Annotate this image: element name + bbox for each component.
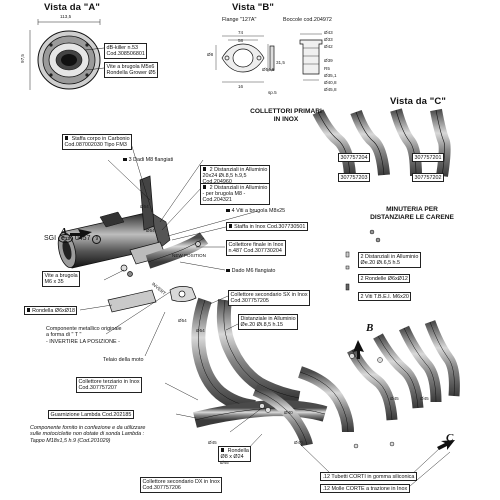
view-a-endcap — [29, 19, 105, 90]
spacer-al-label: Distanziale in Alluminio Øe.20 Øi.8,5 h.… — [238, 314, 299, 330]
new-position-label: NEW POSITION — [172, 253, 206, 258]
minuteria-spacers-label: 2 Distanziali in Alluminio Øe.20 Øi.6,5 … — [358, 252, 421, 268]
washer-8x24-label: Rondella Ø8 x Ø24 — [218, 446, 252, 462]
part-dim-o45-3: Ø45 — [390, 396, 399, 401]
part-dim-o54-1: Ø54 — [140, 204, 149, 209]
bracket-assembly — [120, 175, 209, 277]
part-dim-o54-2: Ø54 — [146, 228, 155, 233]
part-dim-o40-2: Ø40 — [294, 440, 303, 445]
collector-code-204: 307757204 — [338, 153, 370, 162]
part-dim-o45-1: Ø45 — [208, 440, 217, 445]
bush-dim-o43: Ø43 — [324, 30, 333, 35]
part-dim-o54-4: Ø54 — [196, 328, 205, 333]
screws-m8x25-label: 4 Viti a brugola M8x25 — [226, 208, 286, 214]
nuts-m8-label: 3 Dadi M8 flangiati — [123, 157, 174, 163]
minuteria-washers-label: 2 Rondelle Ø6xØ12 — [358, 274, 411, 284]
view-a-height-dim: 97,5 — [19, 54, 25, 63]
part-dim-o45-4: Ø45 — [420, 396, 429, 401]
part-dim-o40-1: Ø40 — [284, 410, 293, 415]
component-note: Componente metallico originale a forma d… — [46, 326, 122, 345]
dx-collector-label: Collettore secondario DX in Inox Cod.307… — [140, 477, 223, 493]
view-a-title: Vista da "A" — [44, 2, 100, 13]
washer-6x18-label: Rondella Ø6xØ18 — [24, 306, 78, 316]
springs-label: .12 Molle CORTE a trazione in Inox — [320, 484, 410, 494]
view-b-title: Vista "B" — [232, 2, 274, 13]
bush-dim-o35: Ø35,1 — [324, 73, 337, 78]
frame-bracket — [107, 286, 197, 313]
steel-bracket-label: Staffa in Inox Cod.307730501 — [226, 222, 308, 232]
dbkiller-label: dB-killer n.53 Cod.308506801 — [104, 43, 148, 59]
bush-dim-o42: Ø42 — [324, 44, 333, 49]
bush-dim-o40: Ø40,8 — [324, 80, 337, 85]
leader-lines — [79, 139, 451, 487]
bush-dim-o39: Ø39 — [324, 58, 333, 63]
part-dim-o45-2: Ø45 — [220, 460, 229, 465]
primary-collectors-heading: COLLETTORI PRIMARI IN INOX — [250, 108, 322, 123]
screw-m6-label: Vite a brugola M6 x 35 — [42, 271, 81, 287]
view-c-arrow-label: C — [446, 432, 454, 444]
frame-label: Telaio della moto — [103, 357, 144, 363]
lambda-gasket-label: Guarnizione Lambda Cod.202185 — [48, 410, 134, 420]
collector-pipes — [191, 297, 354, 447]
view-b-flange — [215, 33, 323, 83]
tertiary-collector-label: Collettore terziario in Inox Cod.3077572… — [76, 377, 143, 393]
bush-label: Boccole cod.204972 — [283, 17, 332, 23]
part-dim-o54-3: Ø54 — [178, 318, 187, 323]
view-arrows — [70, 229, 455, 450]
view-a-arrow-label: A — [60, 226, 68, 238]
flange-dim-o54: Ø54,5 — [262, 67, 275, 72]
endcap-screw-label: Vite a brugola M5x6 Rondella Grower Ø5 — [104, 62, 159, 78]
flange-dim-o8: Ø8 — [207, 52, 214, 57]
bush-dim-o33: Ø33 — [324, 37, 333, 42]
flange-dim-16: 16 — [238, 84, 244, 89]
sx-collector-label: Collettore secondario SX in Inox Cod.307… — [228, 290, 311, 306]
homologation-mark: SGI e13 0457 9 — [44, 234, 102, 244]
minuteria-screws-label: 2 Viti T.B.E.I. M6x20 — [358, 292, 412, 302]
carbon-bracket-label: Staffa corpo in Carbonio Cod.087002030 T… — [62, 134, 133, 150]
collector-code-202: 307757202 — [412, 173, 444, 182]
bush-dim-o45: Ø45,8 — [324, 87, 337, 92]
view-c-title: Vista da "C" — [390, 96, 446, 107]
view-b-arrow-label: B — [366, 322, 374, 334]
spacers-204321-label: 2 Distanziali in Alluminio - per brugola… — [200, 183, 270, 206]
minuteria-heading: MINUTERIA PER DISTANZIARE LE CARENE — [370, 206, 454, 221]
view-c-collectors — [312, 108, 451, 177]
collector-code-203: 307757203 — [338, 173, 370, 182]
silicone-tubes-label: .12 Tubetti CORTI in gomma siliconica — [320, 472, 417, 482]
lambda-note: Componente fornito in confezione e da ut… — [30, 425, 146, 444]
flange-dim-74: 74 — [238, 30, 244, 35]
view-a-width-dim: 113,5 — [60, 14, 72, 19]
right-headers — [347, 320, 460, 421]
bush-dim-r5: R5 — [324, 66, 330, 71]
nut-m6-label: Dado M6 flangiato — [226, 268, 276, 274]
flange-dim-31: 31,5 — [276, 60, 285, 65]
flange-label: Flange "127A" — [222, 17, 257, 23]
hardware-parts — [259, 229, 395, 449]
collector-code-201: 307757201 — [412, 153, 444, 162]
flange-dim-sp5: sp.5 — [268, 90, 277, 95]
flange-dim-58: 58 — [238, 38, 244, 43]
final-collector-label: Collettore finale in Inox n.487 Cod.3077… — [226, 240, 286, 256]
